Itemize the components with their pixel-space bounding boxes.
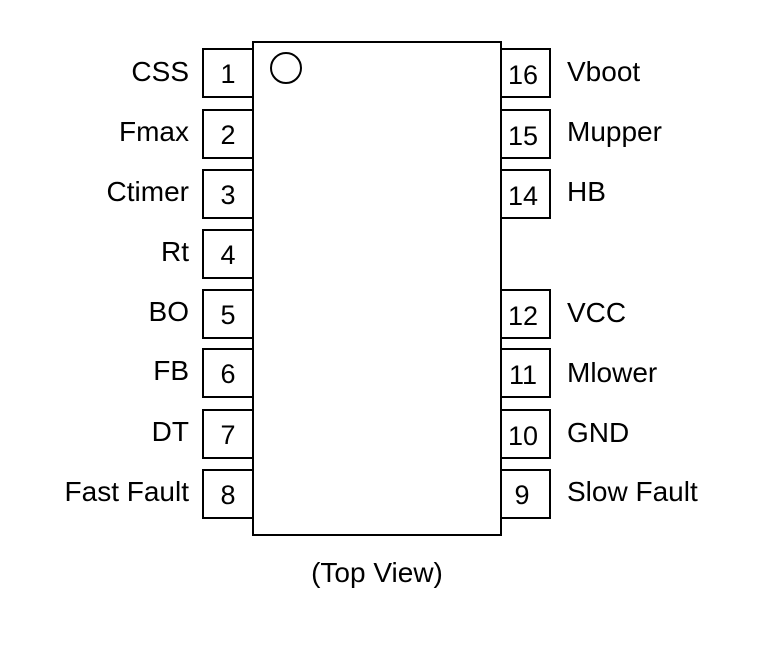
left-pin-8: 8 Fast Fault	[65, 469, 254, 519]
pin-label: CSS	[131, 56, 189, 87]
pin-label: Fast Fault	[65, 476, 190, 507]
pin-label: GND	[567, 417, 629, 448]
pin-number: 9	[514, 480, 529, 510]
pin-number: 12	[508, 301, 538, 331]
right-pin-15: 15 Mupper	[500, 109, 662, 159]
pin-box	[202, 409, 254, 459]
left-pin-5: 5 BO	[149, 289, 254, 339]
pin-box	[202, 289, 254, 339]
right-pin-9: 9 Slow Fault	[500, 469, 698, 519]
pin-label: Rt	[161, 236, 189, 267]
view-caption: (Top View)	[311, 557, 443, 588]
pin-label: Mlower	[567, 357, 657, 388]
pin-box	[500, 48, 551, 98]
pin-number: 7	[220, 420, 235, 450]
left-pin-7: 7 DT	[152, 409, 254, 459]
pin-box	[202, 469, 254, 519]
pin-label: Ctimer	[107, 176, 189, 207]
right-pin-16: 16 Vboot	[500, 48, 640, 98]
pin-box	[500, 409, 551, 459]
left-pin-1: 1 CSS	[131, 48, 254, 98]
chip-body	[252, 41, 502, 536]
pin-box	[500, 169, 551, 219]
pin-number: 8	[220, 480, 235, 510]
right-pin-11: 11 Mlower	[500, 348, 657, 398]
right-pin-row: 16 Vboot 15 Mupper 14 HB 12 VCC 11 Mlowe…	[500, 48, 698, 519]
pin1-orientation-dot	[270, 52, 302, 84]
pin-box	[500, 469, 551, 519]
pin-label: DT	[152, 416, 189, 447]
pin-label: Mupper	[567, 116, 662, 147]
pin-label: Vboot	[567, 56, 640, 87]
pin-number: 6	[220, 359, 235, 389]
pin-number: 1	[220, 59, 235, 89]
pin-box	[500, 289, 551, 339]
pin-label: Slow Fault	[567, 476, 698, 507]
left-pin-row: 1 CSS 2 Fmax 3 Ctimer 4 Rt 5 BO 6 FB	[65, 48, 254, 519]
pin-box	[202, 348, 254, 398]
pin-number: 14	[508, 181, 538, 211]
pin-number: 4	[220, 240, 235, 270]
left-pin-4: 4 Rt	[161, 229, 254, 279]
right-pin-14: 14 HB	[500, 169, 606, 219]
left-pin-6: 6 FB	[153, 348, 254, 398]
pin-label: Fmax	[119, 116, 189, 147]
pin-number: 3	[220, 180, 235, 210]
pin-label: BO	[149, 296, 189, 327]
pin-box	[500, 348, 551, 398]
pin-number: 10	[508, 421, 538, 451]
pin-number: 15	[508, 121, 538, 151]
right-pin-12: 12 VCC	[500, 289, 626, 339]
pin-number: 5	[220, 300, 235, 330]
pin-label: FB	[153, 355, 189, 386]
pin-label: VCC	[567, 297, 626, 328]
pin-box	[202, 229, 254, 279]
pin-box	[500, 109, 551, 159]
pin-number: 11	[509, 360, 537, 390]
pin-label: HB	[567, 176, 606, 207]
pin-box	[202, 109, 254, 159]
pin-number: 2	[220, 120, 235, 150]
left-pin-3: 3 Ctimer	[107, 169, 254, 219]
pin-number: 16	[508, 60, 538, 90]
pin-box	[202, 169, 254, 219]
left-pin-2: 2 Fmax	[119, 109, 254, 159]
pin-box	[202, 48, 254, 98]
right-pin-10: 10 GND	[500, 409, 629, 459]
